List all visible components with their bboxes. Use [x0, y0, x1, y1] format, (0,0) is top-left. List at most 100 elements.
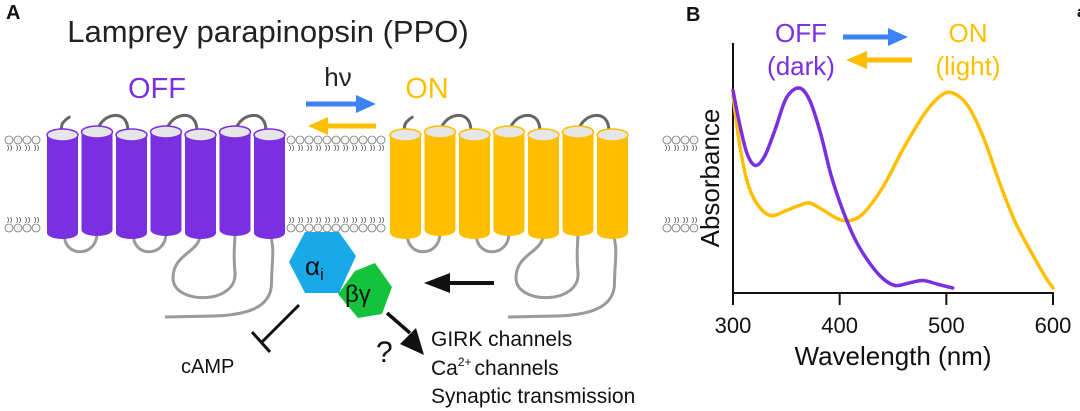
- tm-helix-cap: [115, 128, 148, 142]
- chart-series: [731, 86, 1055, 290]
- intracellular-loop-3: [514, 232, 580, 300]
- lipid-tail: [334, 216, 339, 224]
- camp-label: cAMP: [181, 356, 234, 378]
- lipid-tail: [674, 144, 679, 152]
- target-girk: GIRK channels: [431, 328, 572, 351]
- lipid-head: [22, 223, 32, 233]
- lipid-head: [322, 135, 332, 145]
- tm-helix-cap: [596, 128, 629, 142]
- intracellular-loop-3: [171, 232, 237, 300]
- on-receptor-ppo: [389, 114, 629, 319]
- tm-helix: [116, 135, 147, 233]
- lipid-head: [304, 223, 314, 233]
- lipid-tail: [665, 144, 670, 152]
- lipid-tail: [16, 144, 21, 152]
- tm-helix-cap: [46, 128, 79, 142]
- panel-c-label-cropped: a: [1077, 4, 1080, 22]
- lipid-tail: [298, 216, 303, 224]
- lipid-head: [358, 135, 368, 145]
- off-receptor-ppo: [46, 114, 286, 319]
- tm-helix-bottom: [528, 227, 559, 239]
- tm-helix: [562, 132, 594, 230]
- lipid-tail: [298, 144, 303, 152]
- series-line-off-dark: [731, 86, 955, 290]
- tm-helix: [47, 135, 78, 233]
- lipid-tail: [665, 216, 670, 224]
- lipid-tail: [692, 144, 697, 152]
- tm-helix-bottom: [47, 227, 78, 239]
- lipid-head: [376, 135, 386, 145]
- tm-helix-cap: [561, 125, 595, 139]
- lipid-head: [13, 135, 23, 145]
- tm-helix-cap: [184, 128, 217, 142]
- lipid-head: [349, 223, 359, 233]
- panel-a-diagram: Lamprey parapinopsin (PPO) OFF ON hν αi …: [4, 14, 699, 408]
- intracellular-loop: [62, 232, 99, 254]
- lipid-head: [22, 135, 32, 145]
- tm-helix: [459, 135, 490, 233]
- tm-helix-cap: [458, 128, 491, 142]
- tm-helix-bottom: [390, 227, 421, 239]
- alpha-label: αi: [305, 251, 324, 284]
- tm-helix-bottom: [597, 227, 628, 239]
- x-tick-label: 300: [715, 313, 752, 338]
- lipid-tail: [343, 144, 348, 152]
- tm-helix-bottom: [219, 224, 251, 236]
- lipid-tail: [307, 144, 312, 152]
- lipid-head: [286, 223, 296, 233]
- chart-legend: OFF (dark) ON (light): [767, 18, 1000, 81]
- lipid-head: [340, 135, 350, 145]
- target-ca-channels: Ca2+channels: [431, 355, 559, 380]
- tm-helix-bottom: [185, 227, 216, 239]
- lipid-tail: [379, 216, 384, 224]
- legend-off-label: OFF: [775, 18, 827, 48]
- lipid-head: [671, 223, 681, 233]
- tm-helix-cap: [389, 128, 422, 142]
- on-state-label: ON: [405, 73, 449, 105]
- legend-reverse-arrow-icon: [846, 51, 912, 69]
- target-synaptic-transmission: Synaptic transmission: [431, 385, 635, 408]
- lipid-head: [313, 135, 323, 145]
- tm-helix-bottom: [459, 227, 490, 239]
- tm-helix: [493, 132, 525, 230]
- lipid-head: [662, 223, 672, 233]
- lipid-head: [367, 135, 377, 145]
- lipid-tail: [674, 216, 679, 224]
- c-terminus: [164, 232, 275, 319]
- lipid-head: [331, 223, 341, 233]
- legend-on-sub: (light): [935, 51, 1000, 81]
- lipid-tail: [352, 144, 357, 152]
- lipid-tail: [34, 144, 39, 152]
- tm-helix: [219, 132, 251, 230]
- c-terminus: [507, 232, 618, 319]
- lipid-head: [313, 223, 323, 233]
- lipid-head: [322, 223, 332, 233]
- lipid-head: [367, 223, 377, 233]
- tm-helix-bottom: [562, 224, 594, 236]
- lipid-head: [689, 135, 699, 145]
- tm-helix: [424, 132, 456, 230]
- panel-b-label: B: [686, 4, 701, 26]
- lipid-tail: [316, 216, 321, 224]
- lipid-head: [31, 135, 41, 145]
- lipid-head: [295, 135, 305, 145]
- panel-a-label: A: [6, 2, 21, 24]
- lipid-tail: [361, 216, 366, 224]
- lipid-head: [671, 135, 681, 145]
- panel-a-title: Lamprey parapinopsin (PPO): [67, 14, 468, 49]
- lipid-tail: [34, 216, 39, 224]
- lipid-tail: [683, 144, 688, 152]
- lipid-head: [304, 135, 314, 145]
- tm-helix: [528, 135, 559, 233]
- lipid-membrane: [4, 135, 699, 233]
- tm-helix-cap: [253, 128, 286, 142]
- lipid-head: [662, 135, 672, 145]
- effector-arrow-icon: [385, 311, 424, 355]
- lipid-tail: [16, 216, 21, 224]
- lipid-head: [376, 223, 386, 233]
- lipid-tail: [361, 144, 366, 152]
- tm-helix: [185, 135, 216, 233]
- tm-helix: [597, 135, 628, 233]
- tm-helix-cap: [527, 128, 560, 142]
- g-alpha-i-subunit: [289, 232, 356, 293]
